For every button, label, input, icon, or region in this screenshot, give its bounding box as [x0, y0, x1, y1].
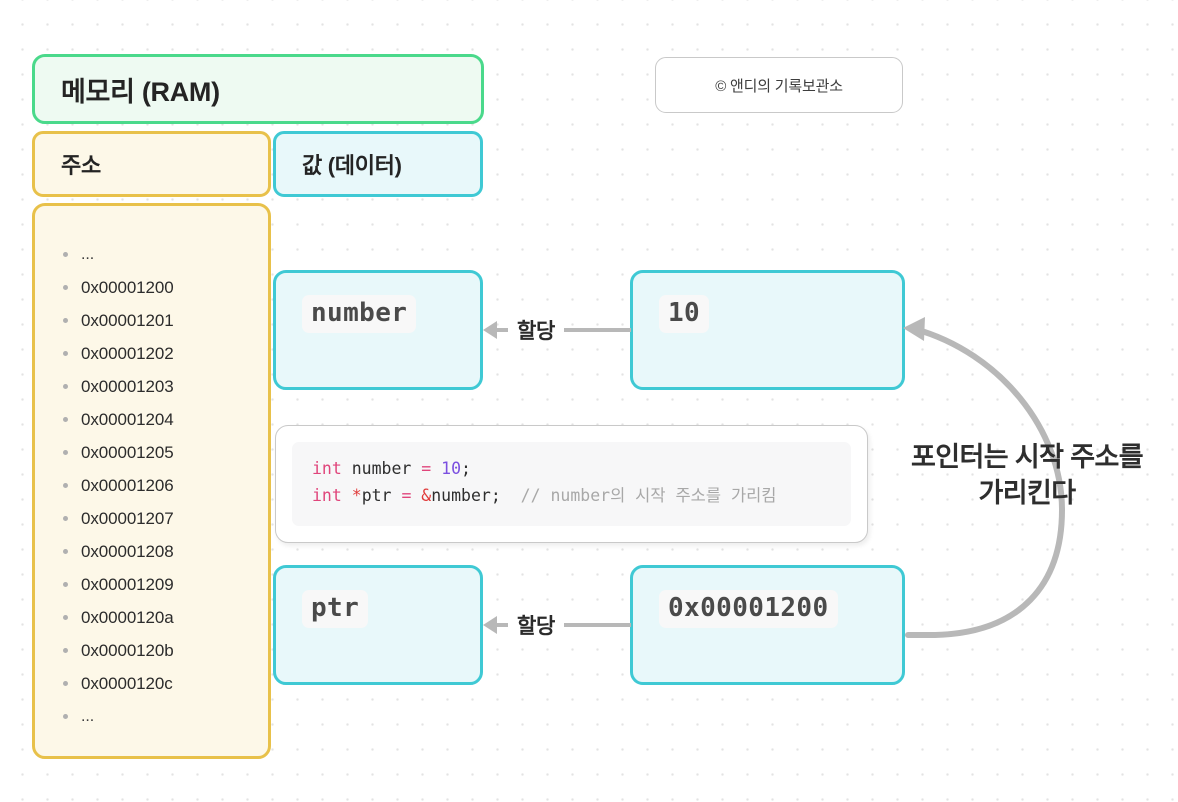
code-block: int number = 10; int *ptr = &number; // … [292, 442, 851, 526]
value-ptr: 0x00001200 [659, 590, 838, 628]
value-column-header: 값 (데이터) [273, 131, 483, 197]
assign-label-ptr: 할당 [517, 615, 556, 638]
code-comment: // number의 시작 주소를 가리킴 [500, 485, 777, 505]
code-card: int number = 10; int *ptr = &number; // … [275, 425, 868, 543]
pointer-curve-arrow [903, 317, 1066, 638]
code-operator-assign: = [401, 485, 412, 505]
memory-panel-header: 메모리 (RAM) [32, 54, 484, 124]
value-box-ptr: 0x00001200 [630, 565, 905, 685]
address-list-item: 0x00001203 [63, 370, 268, 403]
code-operator-deref: * [341, 485, 362, 505]
address-list-item: 0x0000120c [63, 667, 268, 700]
address-list-item: 0x00001205 [63, 436, 268, 469]
code-keyword-int: int [312, 485, 342, 505]
address-list-item: 0x00001200 [63, 271, 268, 304]
watermark-badge: © 앤디의 기록보관소 [655, 57, 903, 113]
code-identifier-number: number [431, 485, 491, 505]
code-semicolon: ; [490, 485, 501, 505]
address-list-item: 0x0000120a [63, 601, 268, 634]
watermark-label: © 앤디의 기록보관소 [715, 77, 843, 95]
arrow-line-left [497, 623, 508, 627]
address-list-item: ... [63, 700, 268, 733]
address-list-item: 0x00001202 [63, 337, 268, 370]
arrow-head-icon [483, 616, 497, 634]
variable-box-ptr: ptr [273, 565, 483, 685]
code-line-1: int number = 10; [312, 456, 831, 483]
code-literal-10: 10 [431, 459, 462, 478]
address-list-item: 0x00001207 [63, 502, 268, 535]
address-list-item: 0x00001206 [63, 469, 268, 502]
variable-box-number: number [273, 270, 483, 390]
annotation-line-1: 포인터는 시작 주소를 [911, 442, 1144, 472]
code-identifier-ptr: ptr [361, 485, 402, 505]
address-column-label: 주소 [61, 153, 101, 178]
address-list-item: ... [63, 238, 268, 271]
assign-arrow-ptr: 할당 [483, 602, 631, 648]
assign-arrow-number: 할당 [483, 307, 631, 353]
arrow-line-right [564, 328, 631, 332]
address-list-item: 0x00001208 [63, 535, 268, 568]
arrow-line-left [497, 328, 508, 332]
code-semicolon: ; [461, 459, 471, 478]
code-operator-addressof: & [411, 485, 432, 505]
value-column-label: 값 (데이터) [302, 153, 402, 178]
arrow-line-right [564, 623, 631, 627]
arrow-head-icon [483, 321, 497, 339]
variable-name-ptr: ptr [302, 590, 369, 628]
pointer-annotation: 포인터는 시작 주소를 가리킨다 [882, 440, 1172, 511]
code-keyword-int: int [312, 459, 342, 478]
address-column-header: 주소 [32, 131, 271, 197]
memory-panel-title: 메모리 (RAM) [61, 76, 220, 107]
code-operator-assign: = [421, 459, 432, 478]
address-list-item: 0x00001201 [63, 304, 268, 337]
annotation-line-2: 가리킨다 [978, 477, 1077, 508]
address-list-item: 0x0000120b [63, 634, 268, 667]
code-identifier-number: number [341, 459, 422, 478]
pointer-curve-path [905, 326, 1066, 638]
pointer-arrow-head-icon [903, 317, 925, 341]
variable-name-number: number [302, 295, 417, 333]
address-list-item: 0x00001204 [63, 403, 268, 436]
value-box-number: 10 [630, 270, 905, 390]
address-list-item: 0x00001209 [63, 568, 268, 601]
assign-label-number: 할당 [517, 320, 556, 343]
code-line-2: int *ptr = &number; // number의 시작 주소를 가리… [312, 483, 831, 510]
value-number: 10 [659, 295, 710, 333]
